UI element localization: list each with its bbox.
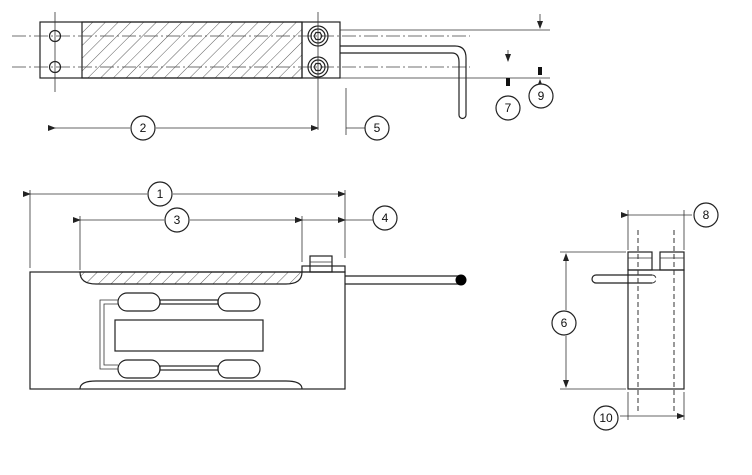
top-view bbox=[12, 12, 550, 135]
callout-5: 5 bbox=[364, 115, 390, 141]
callout-10: 10 bbox=[593, 405, 619, 431]
front-view-body bbox=[29, 271, 346, 390]
front-view bbox=[23, 190, 467, 390]
side-view bbox=[560, 210, 692, 420]
callout-7: 7 bbox=[495, 95, 521, 121]
callout-1: 1 bbox=[147, 181, 173, 207]
gauge-window bbox=[114, 319, 264, 352]
callout-label: 6 bbox=[561, 316, 568, 330]
callout-label: 5 bbox=[374, 121, 381, 135]
cable-end-icon bbox=[455, 274, 467, 286]
screw-head bbox=[309, 255, 333, 273]
callout-label: 10 bbox=[599, 411, 613, 425]
front-view-hatched-recess bbox=[79, 271, 303, 285]
cable-top-view bbox=[340, 45, 467, 115]
callout-4: 4 bbox=[372, 205, 398, 231]
callout-9: 9 bbox=[528, 83, 554, 109]
callout-3: 3 bbox=[164, 207, 190, 233]
callout-label: 3 bbox=[174, 213, 181, 227]
callout-6: 6 bbox=[551, 310, 577, 336]
callout-label: 1 bbox=[157, 187, 164, 201]
callout-label: 8 bbox=[703, 208, 710, 222]
callout-label: 4 bbox=[382, 211, 389, 225]
callout-8: 8 bbox=[693, 202, 719, 228]
callout-label: 9 bbox=[538, 89, 545, 103]
callout-label: 7 bbox=[505, 101, 512, 115]
side-view-body bbox=[627, 269, 685, 390]
callout-label: 2 bbox=[140, 121, 147, 135]
top-view-hatched-zone bbox=[81, 21, 303, 79]
callout-2: 2 bbox=[130, 115, 156, 141]
